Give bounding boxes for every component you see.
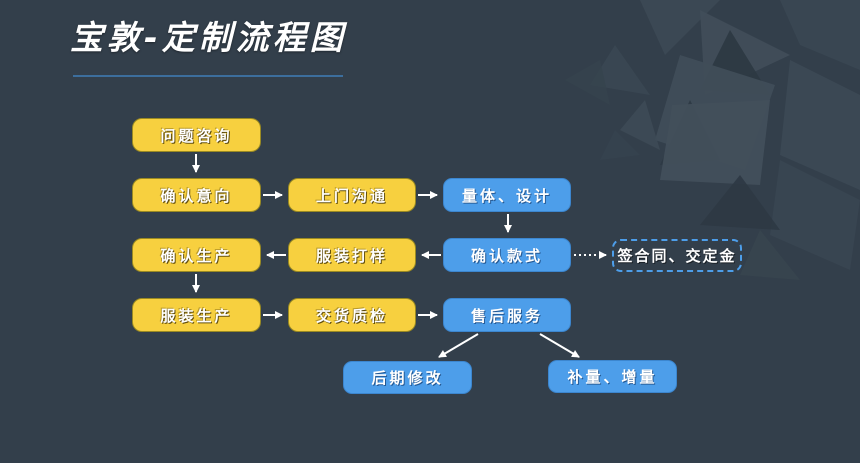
node-garment-sample: 服装打样 — [288, 238, 416, 272]
node-confirm-intent: 确认意向 — [132, 178, 261, 212]
node-sign-contract-deposit: 签合同、交定金 — [612, 239, 742, 272]
node-after-sale-service: 售后服务 — [443, 298, 571, 332]
node-measure-design: 量体、设计 — [443, 178, 571, 212]
node-later-modification: 后期修改 — [343, 361, 472, 394]
polygon-cluster — [565, 0, 860, 280]
page-title: 宝敦-定制流程图 — [70, 18, 347, 57]
node-delivery-inspection: 交货质检 — [288, 298, 416, 332]
node-garment-production: 服装生产 — [132, 298, 261, 332]
node-replenish-increase: 补量、增量 — [548, 360, 677, 393]
node-question-consult: 问题咨询 — [132, 118, 261, 152]
arrow-aftersale-to-addqty — [539, 333, 580, 358]
node-onsite-visit: 上门沟通 — [288, 178, 416, 212]
node-confirm-production: 确认生产 — [132, 238, 261, 272]
arrow-aftersale-to-modify — [438, 333, 479, 358]
title-underline — [73, 75, 343, 77]
node-confirm-style: 确认款式 — [443, 238, 571, 272]
